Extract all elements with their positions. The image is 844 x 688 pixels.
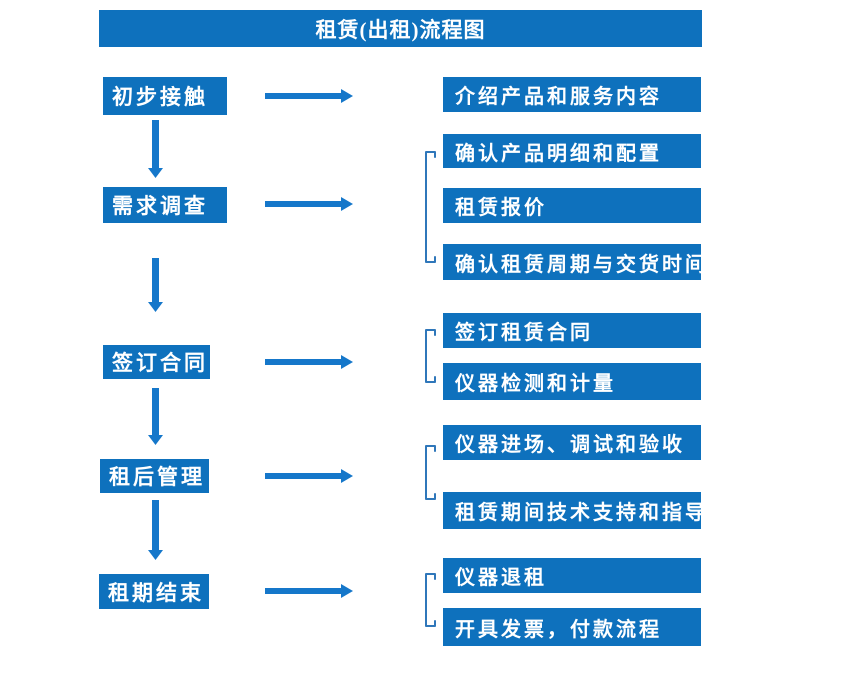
- bracket-group-sign-contract: [425, 329, 436, 383]
- detail-introduce-products-services: 介绍产品和服务内容: [443, 77, 701, 112]
- detail-instrument-return: 仪器退租: [443, 558, 701, 593]
- arrow-down-2: [148, 258, 163, 312]
- arrow-down-1: [148, 120, 163, 178]
- arrow-right-rental-end: [265, 584, 353, 598]
- step-rental-end: 租期结束: [99, 574, 209, 609]
- step-initial-contact: 初步接触: [103, 77, 227, 115]
- step-post-rental-management: 租后管理: [100, 459, 209, 493]
- detail-rental-quote: 租赁报价: [443, 188, 701, 223]
- step-sign-contract: 签订合同: [103, 345, 210, 379]
- detail-invoice-payment: 开具发票，付款流程: [443, 608, 701, 646]
- arrow-down-4: [148, 500, 163, 560]
- bracket-group-demand-survey: [425, 151, 436, 263]
- bracket-group-post-rental: [425, 445, 436, 500]
- flowchart-title: 租赁(出租)流程图: [99, 10, 702, 47]
- detail-instrument-setup-acceptance: 仪器进场、调试和验收: [443, 425, 701, 460]
- arrow-right-demand-survey: [265, 197, 353, 211]
- detail-instrument-test-calibration: 仪器检测和计量: [443, 363, 701, 400]
- step-demand-survey: 需求调查: [103, 187, 227, 223]
- detail-sign-rental-contract: 签订租赁合同: [443, 313, 701, 348]
- detail-tech-support-guidance: 租赁期间技术支持和指导: [443, 492, 705, 529]
- detail-confirm-product-config: 确认产品明细和配置: [443, 134, 701, 168]
- arrow-right-initial-contact: [265, 89, 353, 103]
- arrow-down-3: [148, 388, 163, 445]
- bracket-group-rental-end: [425, 573, 436, 627]
- detail-confirm-period-delivery: 确认租赁周期与交货时间: [443, 244, 705, 280]
- arrow-right-post-rental: [265, 469, 353, 483]
- arrow-right-sign-contract: [265, 355, 353, 369]
